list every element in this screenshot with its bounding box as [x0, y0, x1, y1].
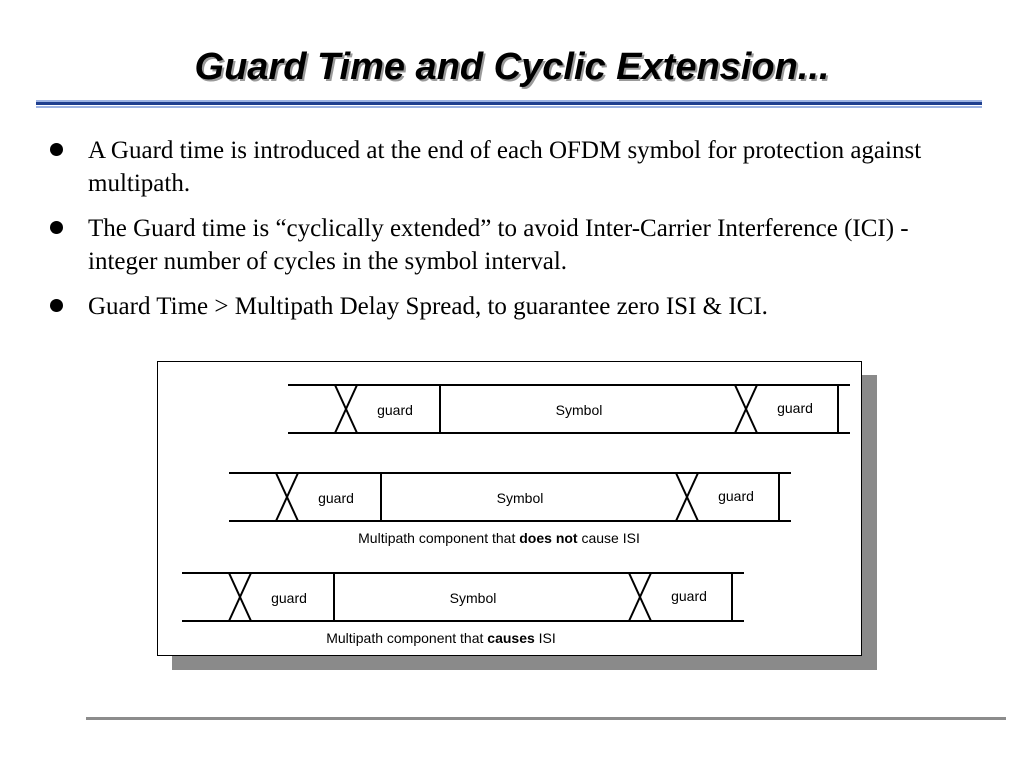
symbol-label: Symbol [556, 402, 603, 418]
bullet-text: The Guard time is “cyclically extended” … [88, 215, 909, 275]
ofdm-frame-row-1 [288, 384, 850, 434]
symbol-label: Symbol [497, 490, 544, 506]
diagram-canvas: guard Symbol guard guard Symbol guard Mu… [182, 384, 850, 646]
bullet-text: A Guard time is introduced at the end of… [88, 137, 922, 197]
bullet-dot-icon [50, 143, 63, 156]
bullet-dot-icon [50, 221, 63, 234]
ofdm-frame-row-2 [229, 472, 791, 522]
bullet-dot-icon [50, 299, 63, 312]
bullet-text: Guard Time > Multipath Delay Spread, to … [88, 293, 768, 320]
diagram-frame: guard Symbol guard guard Symbol guard Mu… [157, 361, 862, 656]
guard-time-diagram: guard Symbol guard guard Symbol guard Mu… [157, 361, 877, 670]
bullet-item: A Guard time is introduced at the end of… [48, 134, 978, 200]
guard-label: guard [718, 488, 754, 504]
caption-no-isi: Multipath component that does not cause … [358, 530, 640, 546]
caption-causes-isi: Multipath component that causes ISI [326, 630, 556, 646]
slide-title: Guard Time and Cyclic Extension... [194, 46, 830, 88]
bullet-list: A Guard time is introduced at the end of… [48, 134, 978, 335]
symbol-label: Symbol [450, 590, 497, 606]
guard-label: guard [377, 402, 413, 418]
ofdm-frame-row-3 [182, 572, 744, 622]
guard-label: guard [318, 490, 354, 506]
guard-label: guard [777, 400, 813, 416]
guard-label: guard [671, 588, 707, 604]
bullet-item: Guard Time > Multipath Delay Spread, to … [48, 290, 978, 323]
title-underline [36, 100, 982, 108]
guard-label: guard [271, 590, 307, 606]
bullet-item: The Guard time is “cyclically extended” … [48, 212, 978, 278]
footer-divider [86, 717, 1006, 720]
